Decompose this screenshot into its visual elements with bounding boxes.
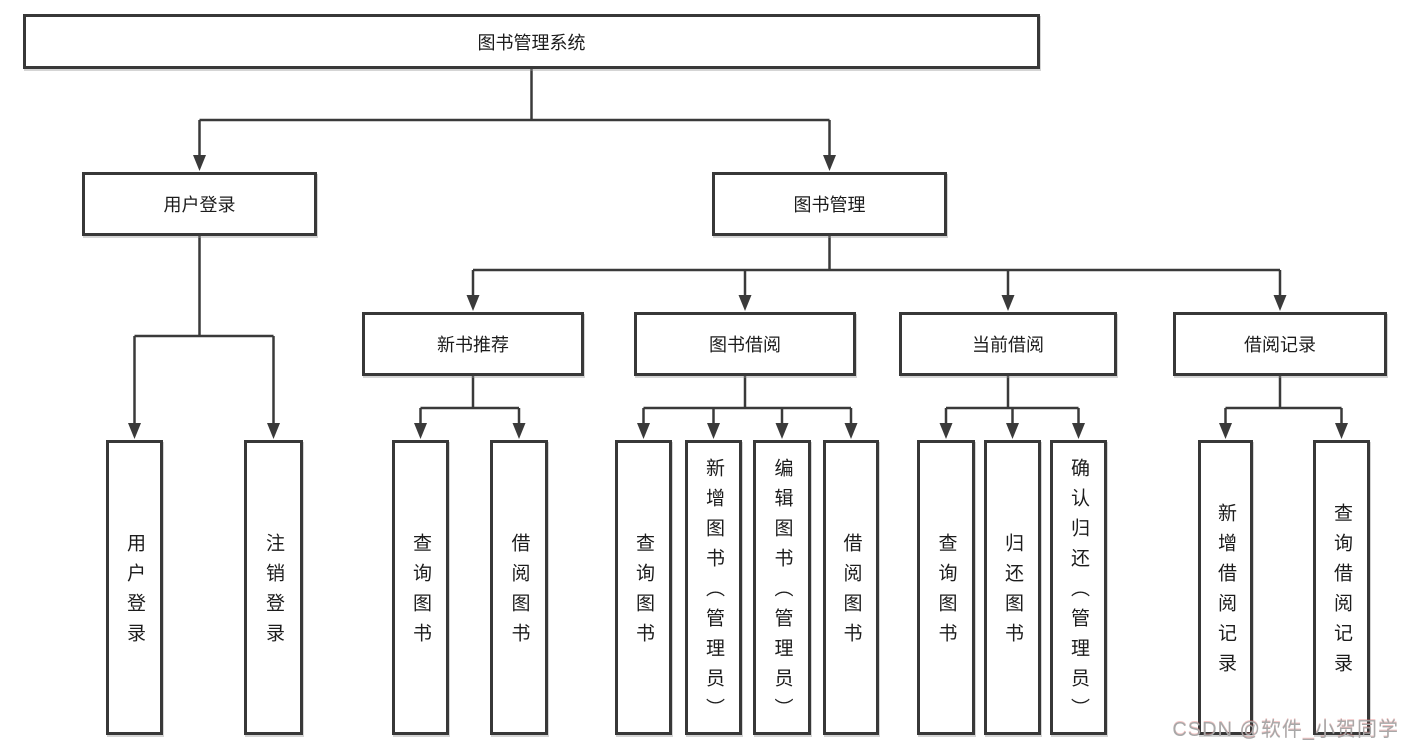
node-book-management: 图书管理 — [712, 172, 947, 236]
edge-borrow-records-children — [1224, 376, 1343, 425]
edge-user-login-children — [133, 236, 275, 425]
node-library-management-system: 图书管理系统 — [23, 14, 1040, 69]
watermark: CSDN @软件_小贺同学 — [1172, 719, 1399, 741]
leaf-bb-edit-books-admin: 编辑图书（管理员） — [753, 440, 811, 735]
edge-current-borrow-children — [944, 376, 1080, 425]
node-book-borrowing: 图书借阅 — [634, 312, 856, 376]
leaf-user-login: 用户登录 — [106, 440, 163, 735]
node-current-borrowing: 当前借阅 — [899, 312, 1117, 376]
leaf-bb-add-books-admin: 新增图书（管理员） — [685, 440, 742, 735]
edge-root-to-level1 — [198, 69, 831, 157]
node-user-login: 用户登录 — [82, 172, 317, 236]
node-borrowing-records: 借阅记录 — [1173, 312, 1387, 376]
leaf-cb-query-books: 查询图书 — [917, 440, 975, 735]
edge-book-borrow-children — [642, 376, 853, 425]
edge-new-book-children — [419, 376, 521, 425]
node-new-book-recommendation: 新书推荐 — [362, 312, 584, 376]
leaf-br-add-borrow-record: 新增借阅记录 — [1198, 440, 1253, 735]
leaf-logout: 注销登录 — [244, 440, 303, 735]
leaf-bb-borrow-books: 借阅图书 — [823, 440, 879, 735]
edge-book-management-children — [471, 236, 1282, 297]
arrowheads-level2 — [466, 295, 1287, 311]
leaf-br-query-borrow-record: 查询借阅记录 — [1313, 440, 1370, 735]
leaf-cb-return-books: 归还图书 — [984, 440, 1041, 735]
leaf-cb-confirm-return-admin: 确认归还（管理员） — [1050, 440, 1107, 735]
arrowheads-level1 — [193, 155, 836, 171]
leaf-nb-borrow-books: 借阅图书 — [490, 440, 548, 735]
arrowheads-leaves — [414, 423, 1348, 439]
leaf-bb-query-books: 查询图书 — [615, 440, 672, 735]
arrowheads-user-login — [128, 423, 280, 439]
leaf-nb-query-books: 查询图书 — [392, 440, 449, 735]
